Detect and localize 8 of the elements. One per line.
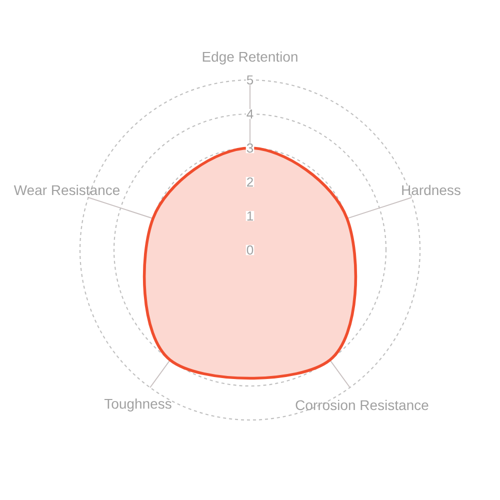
- axis-label: Toughness: [104, 398, 172, 412]
- axis-label: Corrosion Resistance: [296, 400, 428, 410]
- tick-label: 5: [246, 74, 254, 86]
- axis-label: Edge Retention: [202, 51, 298, 65]
- axis-label: Hardness: [402, 184, 460, 196]
- axis-label: Wear Resistance: [14, 184, 120, 196]
- tick-label: 3: [246, 142, 254, 154]
- tick-label: 4: [246, 109, 254, 119]
